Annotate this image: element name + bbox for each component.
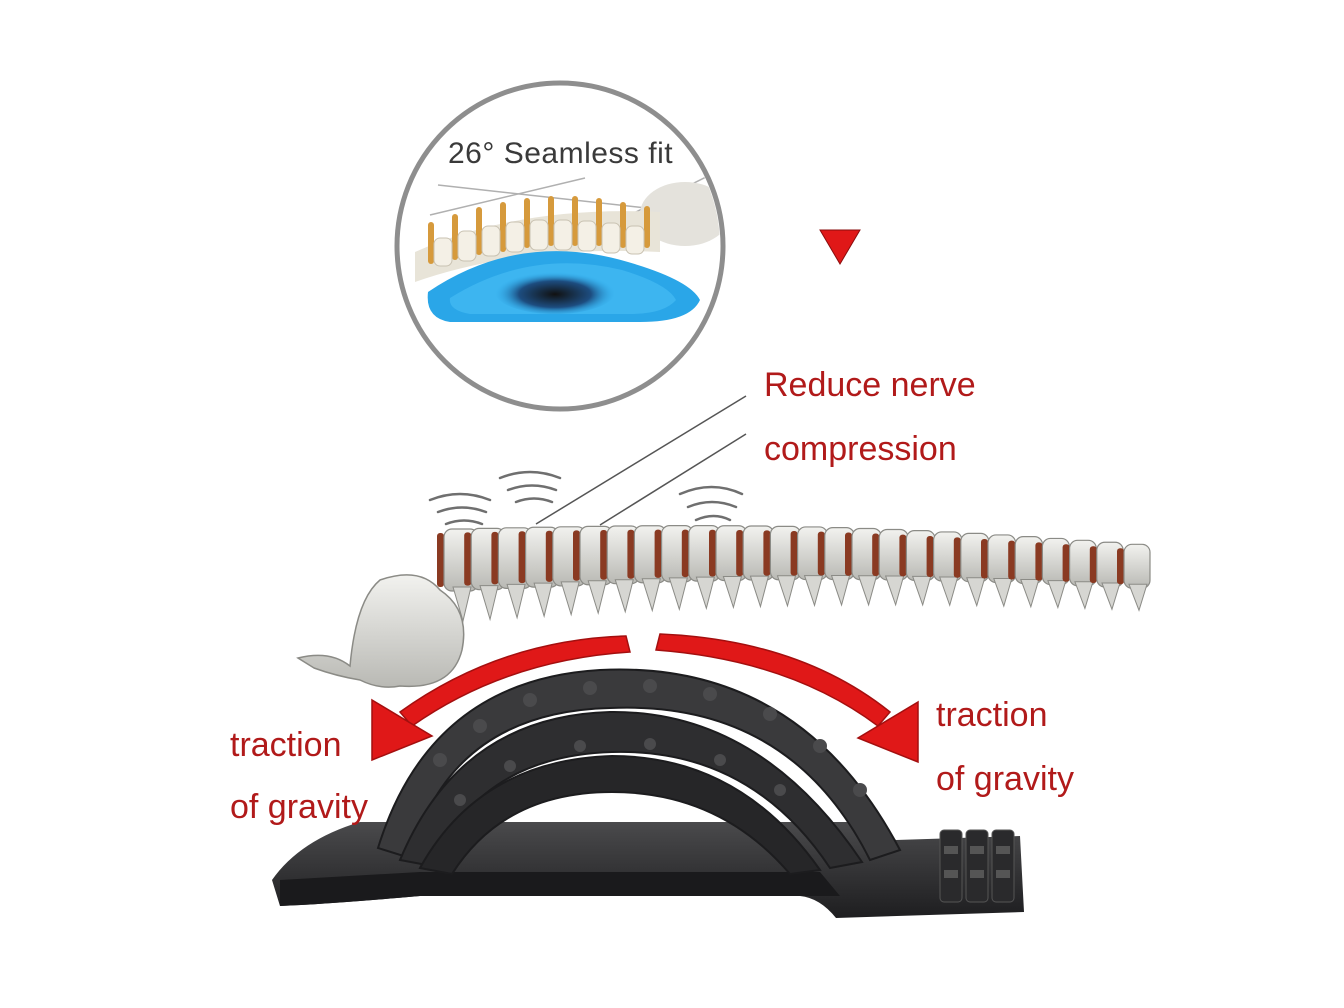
spinous-process (830, 575, 851, 607)
callout-line-1: Reduce nerve (764, 366, 976, 404)
spinal-disc (953, 537, 961, 578)
spinal-disc (872, 533, 880, 576)
spinal-disc (1035, 542, 1043, 581)
spinous-process (722, 576, 743, 610)
spinous-process (1020, 579, 1040, 609)
right-arrow-label-2: of gravity (936, 760, 1074, 798)
marker-triangle-icon (819, 229, 861, 265)
spinal-disc (464, 532, 472, 586)
spinal-disc (573, 530, 580, 581)
vibration-wave-icon (428, 470, 744, 526)
spinal-disc (817, 531, 825, 576)
spinous-process (479, 585, 499, 622)
inset-spine (415, 182, 720, 282)
vertebrae (437, 525, 1151, 623)
spinal-disc (600, 530, 608, 580)
left-arrow-label-2: of gravity (230, 788, 368, 826)
back-stretcher (272, 668, 1024, 918)
spinal-disc (518, 531, 526, 584)
spinous-process (1074, 581, 1094, 610)
spinous-process (966, 577, 986, 608)
spinous-process (668, 577, 688, 612)
spinal-disc (926, 535, 934, 577)
spinous-process (452, 586, 472, 623)
left-arrow-label-1: traction (230, 726, 342, 764)
right-arrow-label-1: traction (936, 696, 1048, 734)
spinous-process (911, 575, 932, 607)
spinous-process (533, 582, 553, 619)
inset-cushion (427, 251, 700, 322)
spinous-process (884, 575, 905, 607)
curved-arrow-icon (655, 633, 919, 764)
spinous-process (1101, 582, 1121, 611)
spinous-process (695, 576, 716, 611)
spinous-process (993, 578, 1013, 608)
spinal-disc (1089, 546, 1097, 583)
spinal-disc (899, 534, 907, 577)
spinal-disc (1008, 540, 1016, 580)
spinous-process (587, 580, 607, 616)
spinous-process (776, 575, 797, 608)
spinal-disc (1062, 544, 1070, 582)
spinous-process (641, 578, 661, 613)
spinal-disc (845, 532, 852, 576)
inset-circle (394, 80, 726, 412)
spine-illustration (296, 525, 1151, 688)
spinal-disc (627, 529, 635, 579)
spinal-disc (491, 531, 499, 585)
spinous-process (939, 576, 959, 607)
inset-title: 26° Seamless fit (448, 137, 674, 170)
spinal-disc (790, 530, 798, 576)
spinal-disc (681, 529, 689, 578)
spinal-disc (736, 529, 744, 577)
spinous-process (1047, 580, 1067, 610)
spinal-disc (437, 533, 444, 587)
vertebra (1123, 543, 1151, 589)
spinous-process (1128, 583, 1148, 612)
spinal-disc (763, 530, 771, 576)
spinal-disc (709, 529, 716, 577)
spinous-process (614, 579, 634, 614)
curved-arrow-icon (371, 635, 631, 762)
spinous-process (560, 581, 580, 617)
spinal-disc (981, 538, 988, 579)
spinous-process (857, 575, 878, 607)
spinous-process (803, 575, 824, 608)
spinal-disc (1117, 548, 1124, 585)
callout-lines (535, 395, 747, 526)
spinal-disc (545, 530, 553, 582)
callout-line-2: compression (764, 430, 957, 468)
spinous-process (506, 583, 526, 620)
spinal-disc (654, 529, 662, 578)
spinous-process (749, 575, 770, 609)
